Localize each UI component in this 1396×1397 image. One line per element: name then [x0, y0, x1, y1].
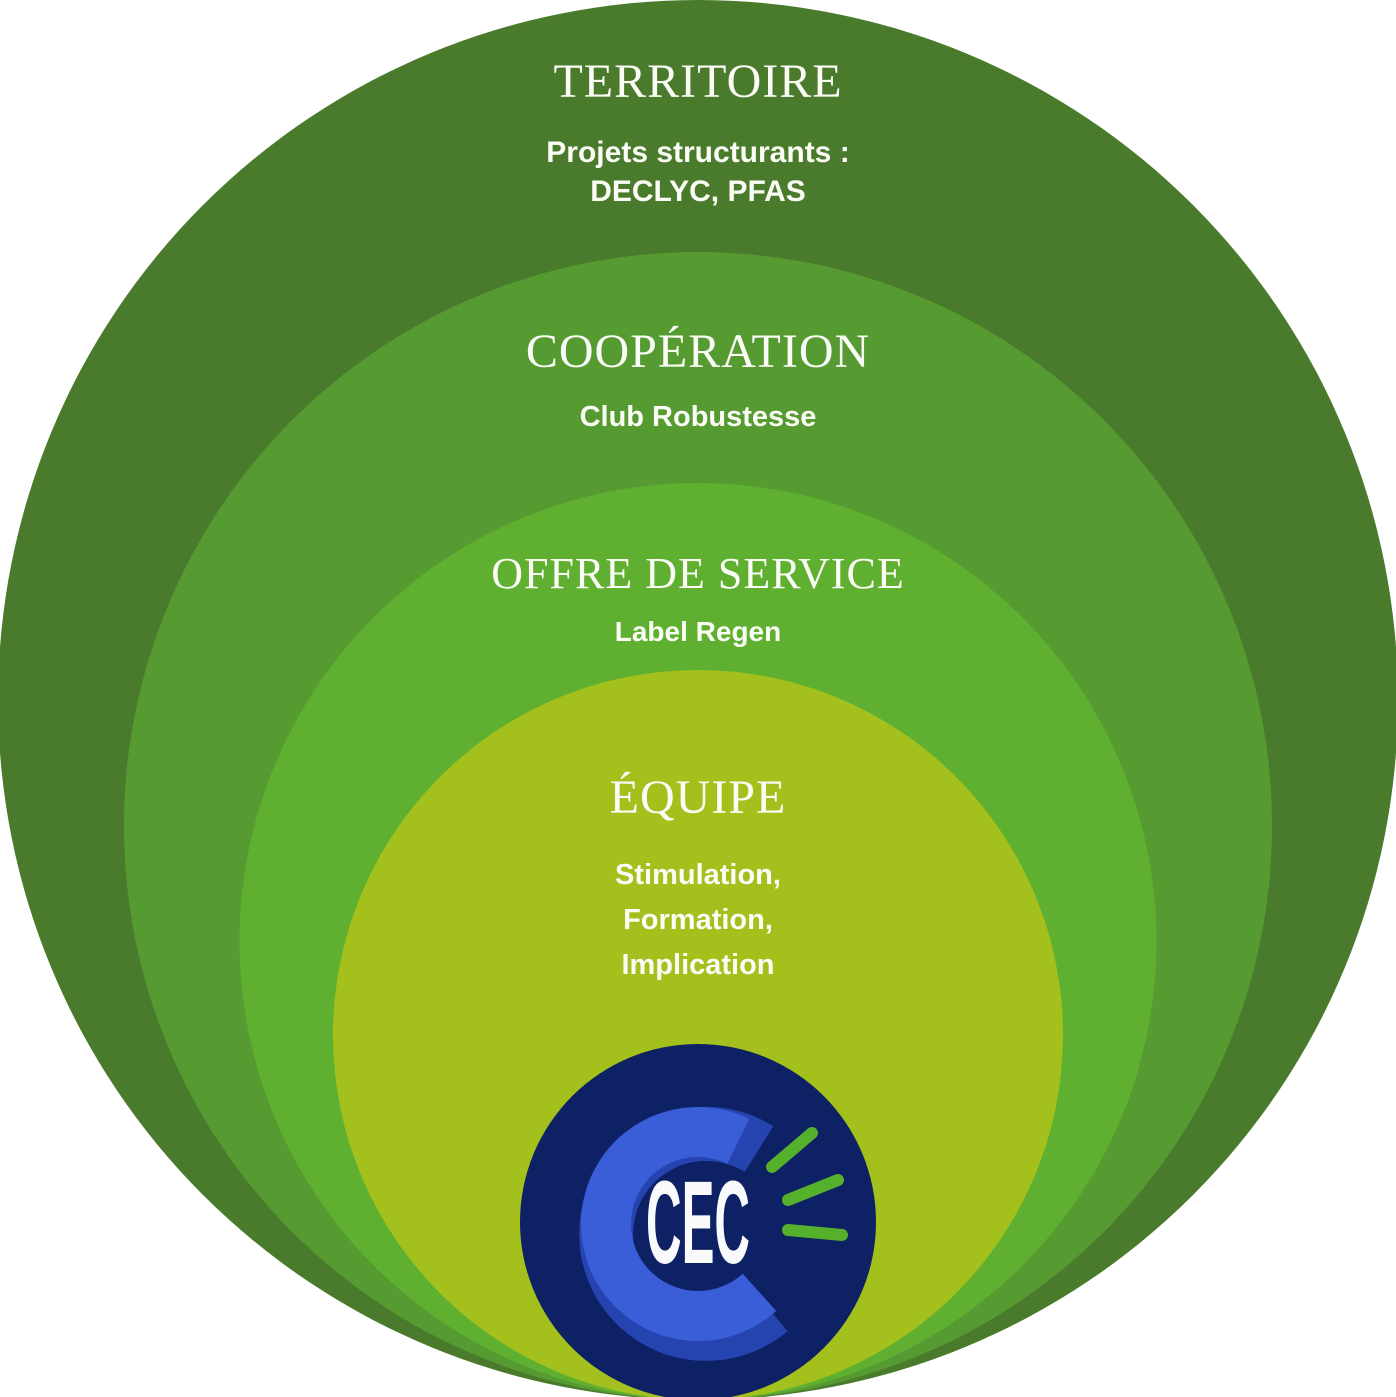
subtitle-territoire-line-2: DECLYC, PFAS — [590, 174, 806, 208]
cec-c-arc — [581, 1107, 777, 1341]
subtitle-cooperation-line-1: Club Robustesse — [579, 400, 817, 433]
title-cooperation: COOPÉRATION — [525, 325, 871, 378]
subtitle-territoire: Projets structurants : DECLYC, PFAS — [0, 133, 1396, 211]
cec-logo-icon: CEC — [520, 1044, 876, 1397]
cec-logo: CEC — [520, 1044, 876, 1397]
subtitle-cooperation: Club Robustesse — [0, 399, 1396, 437]
subtitle-equipe-line-3: Implication — [621, 948, 775, 981]
title-offre-de-service: OFFRE DE SERVICE — [491, 549, 905, 598]
label-equipe: ÉQUIPE Stimulation, Formation, Implicati… — [0, 771, 1396, 988]
subtitle-equipe-line-2: Formation, — [623, 903, 773, 936]
spark-dashes-icon — [766, 1127, 848, 1241]
subtitle-equipe-line-1: Stimulation, — [615, 858, 781, 891]
spark-dash-top — [766, 1127, 818, 1173]
subtitle-offre-line-1: Label Regen — [614, 616, 782, 648]
label-cooperation: COOPÉRATION Club Robustesse — [0, 325, 1396, 437]
subtitle-equipe: Stimulation, Formation, Implication — [0, 853, 1396, 988]
cec-logo-text: CEC — [646, 1157, 750, 1289]
label-territoire: TERRITOIRE Projets structurants : DECLYC… — [0, 55, 1396, 211]
subtitle-offre-de-service: Label Regen — [0, 614, 1396, 650]
spark-dash-bottom — [782, 1224, 848, 1241]
subtitle-territoire-line-1: Projets structurants : — [546, 135, 850, 169]
title-territoire: TERRITOIRE — [553, 55, 843, 108]
title-equipe: ÉQUIPE — [609, 771, 787, 824]
label-offre-de-service: OFFRE DE SERVICE Label Regen — [0, 549, 1396, 651]
spark-dash-middle — [782, 1174, 844, 1206]
